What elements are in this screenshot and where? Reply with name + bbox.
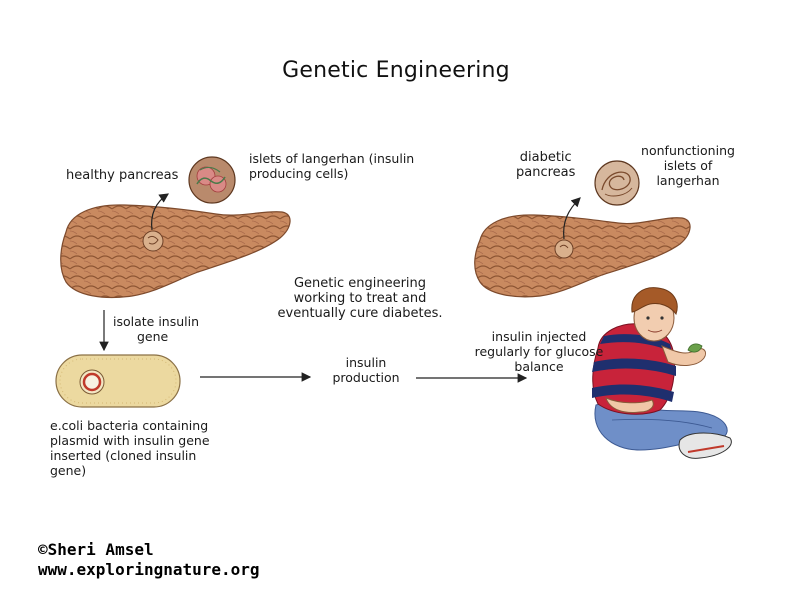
arrow-to-islet-diabetic [563,197,581,240]
arrow-to-islet-healthy [151,193,169,231]
label-line: gene [137,329,169,344]
islet-marker-diabetic [554,239,574,259]
diabetic-pancreas [474,214,691,298]
healthy-pancreas [60,204,291,299]
islet-healthy-closeup [188,156,236,204]
label-genetic-engineering: Genetic engineering working to treat and… [270,276,450,321]
label-line: e.coli bacteria containing [50,418,209,433]
label-line: insulin [345,355,387,370]
label-line: diabetic [519,150,572,165]
credit: ©Sheri Amsel www.exploringnature.org [38,540,260,580]
label-line: insulin injected [491,329,587,344]
label-islets-nonfunctioning: nonfunctioning islets of langerhan [638,143,738,188]
label-line: plasmid with insulin gene [50,433,210,448]
label-line: islets of [663,158,713,173]
label-line: nonfunctioning [641,143,735,158]
label-line: producing cells) [249,166,349,181]
label-insulin-production: insulin production [326,355,406,385]
label-islets-healthy: islets of langerhan (insulin producing c… [249,151,414,181]
label-line: balance [514,359,564,374]
label-line: Genetic engineering [293,276,427,291]
islet-nonfunctioning-closeup [594,160,640,206]
label-line: langerhan [656,173,720,188]
label-line: islets of langerhan (insulin [249,151,415,166]
label-line: pancreas [516,165,576,180]
label-line: working to treat and [293,291,427,306]
label-line: gene) [50,463,87,478]
label-line: inserted (cloned insulin [50,448,197,463]
page-title: Genetic Engineering [282,58,510,83]
label-isolate-gene: isolate insulin gene [113,314,199,344]
label-diabetic-pancreas: diabetic pancreas [516,150,575,180]
credit-url: www.exploringnature.org [38,560,260,579]
label-healthy-pancreas: healthy pancreas [66,168,179,183]
label-line: eventually cure diabetes. [277,306,443,321]
islet-marker-healthy [142,230,164,252]
label-line: production [332,370,400,385]
ecoli-bacterium [55,354,181,408]
label-line: regularly for glucose [474,344,604,359]
label-line: isolate insulin [113,314,200,329]
boy-with-frog [592,287,732,459]
label-insulin-injected: insulin injected regularly for glucose b… [464,329,614,374]
credit-copyright: ©Sheri Amsel [38,540,154,559]
label-ecoli: e.coli bacteria containing plasmid with … [50,418,210,478]
